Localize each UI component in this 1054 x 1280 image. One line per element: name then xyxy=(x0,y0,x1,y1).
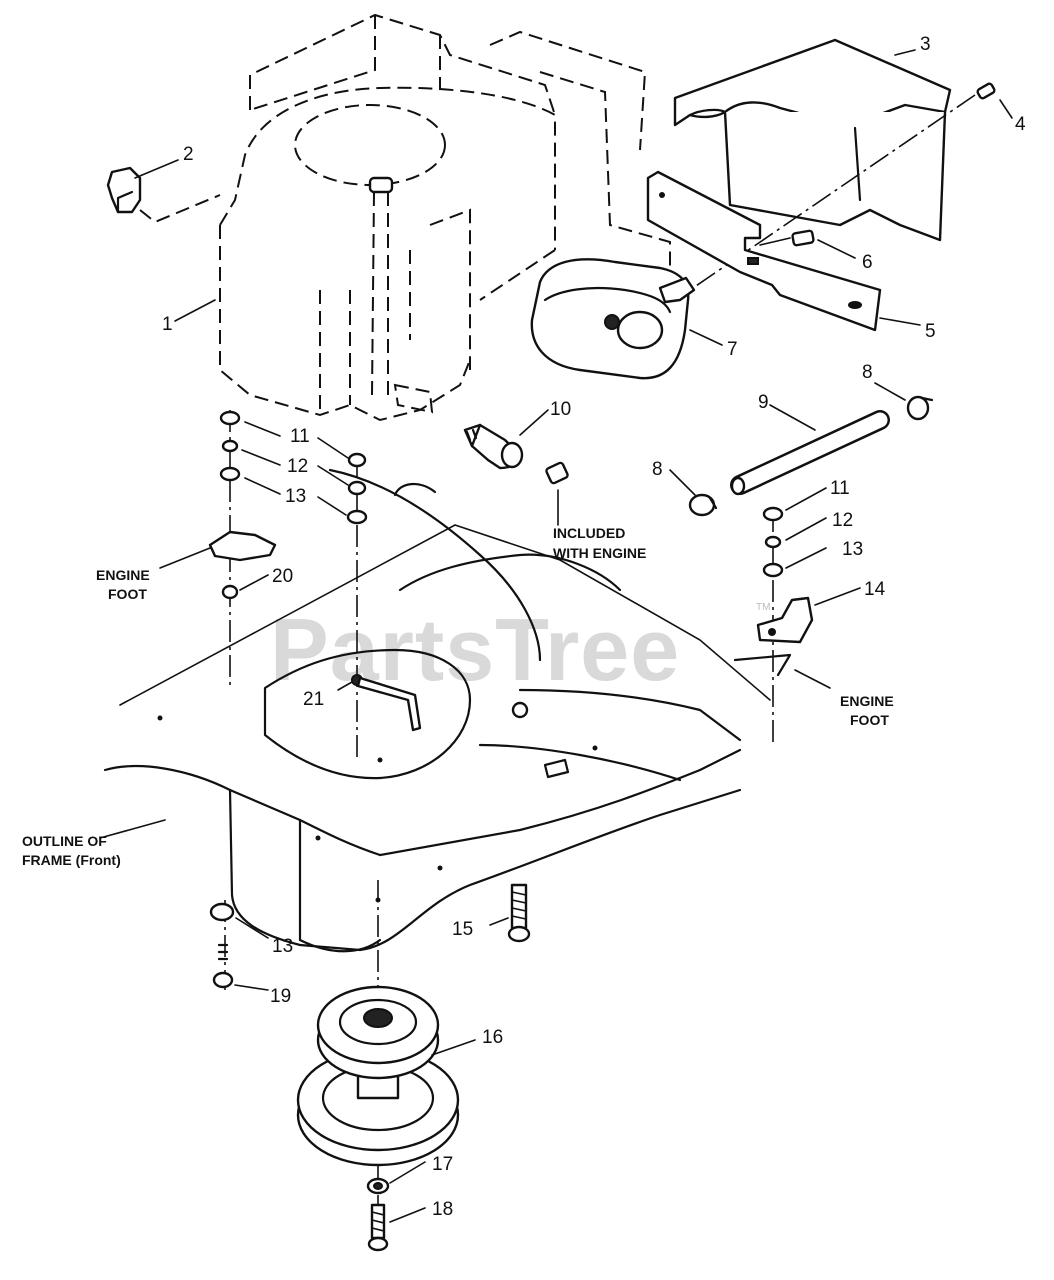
engine-foot-left-1: ENGINE xyxy=(96,567,150,583)
bolt-15 xyxy=(507,883,531,943)
callout-3: 3 xyxy=(920,34,931,55)
pulley-washer xyxy=(366,1177,390,1195)
right-center-stack xyxy=(346,452,368,760)
callout-12-left: 12 xyxy=(287,456,308,477)
included-label-2: WITH ENGINE xyxy=(553,545,646,561)
frame-label-1: OUTLINE OF xyxy=(22,833,107,849)
callout-11-right: 11 xyxy=(830,478,850,499)
engine-foot-right-1: ENGINE xyxy=(840,693,894,709)
callout-8-upper: 8 xyxy=(862,362,873,383)
callout-13-right: 13 xyxy=(842,539,863,560)
pulley-bolt xyxy=(367,1203,389,1252)
drain-fitting xyxy=(463,423,569,485)
watermark: PartsTree TM xyxy=(270,600,770,699)
callout-5: 5 xyxy=(925,321,936,342)
leader-lines xyxy=(99,49,1013,1223)
callout-19: 19 xyxy=(270,986,291,1007)
callout-2: 2 xyxy=(183,144,194,165)
frame-label-2: FRAME (Front) xyxy=(22,852,121,868)
hose-clamp-upper xyxy=(906,395,934,421)
muffler-bracket xyxy=(646,170,882,332)
callout-12-right: 12 xyxy=(832,510,853,531)
left-fastener-stack xyxy=(208,410,277,690)
callout-20: 20 xyxy=(272,566,293,587)
svg-text:PartsTree: PartsTree xyxy=(270,600,680,699)
hose xyxy=(730,410,890,496)
callout-7: 7 xyxy=(727,339,738,360)
callout-6: 6 xyxy=(862,252,873,273)
included-label-1: INCLUDED xyxy=(553,525,625,541)
engine-foot-left-2: FOOT xyxy=(108,586,147,602)
callout-13-lower: 13 xyxy=(272,936,293,957)
hose-clamp-lower xyxy=(688,493,718,517)
pulley xyxy=(296,985,460,1167)
callout-4: 4 xyxy=(1015,114,1026,135)
heat-shield xyxy=(673,38,952,242)
callout-21: 21 xyxy=(303,689,324,710)
callouts: 1 2 3 4 5 6 7 8 8 9 10 11 12 13 11 12 13… xyxy=(162,34,1026,1220)
lower-left-bolt xyxy=(209,900,235,990)
callout-14: 14 xyxy=(864,579,886,600)
engine-clip xyxy=(106,166,221,224)
frame-outline xyxy=(103,468,771,953)
callout-13-left: 13 xyxy=(285,486,306,507)
callout-18: 18 xyxy=(432,1199,453,1220)
callout-15: 15 xyxy=(452,919,473,940)
right-fastener-stack xyxy=(733,506,814,745)
callout-10: 10 xyxy=(550,399,571,420)
callout-8-lower: 8 xyxy=(652,459,663,480)
callout-11-left: 11 xyxy=(290,426,310,447)
muffler xyxy=(530,258,696,380)
svg-text:TM: TM xyxy=(756,602,770,613)
text-labels: INCLUDED WITH ENGINE ENGINE FOOT ENGINE … xyxy=(22,525,894,868)
callout-16: 16 xyxy=(482,1027,503,1048)
engine-foot-right-2: FOOT xyxy=(850,712,889,728)
engine xyxy=(219,13,556,422)
callout-9: 9 xyxy=(758,392,769,413)
bolt-6 xyxy=(759,229,815,247)
belt-guide xyxy=(351,674,422,732)
callout-17: 17 xyxy=(432,1154,453,1175)
callout-1: 1 xyxy=(162,314,173,335)
